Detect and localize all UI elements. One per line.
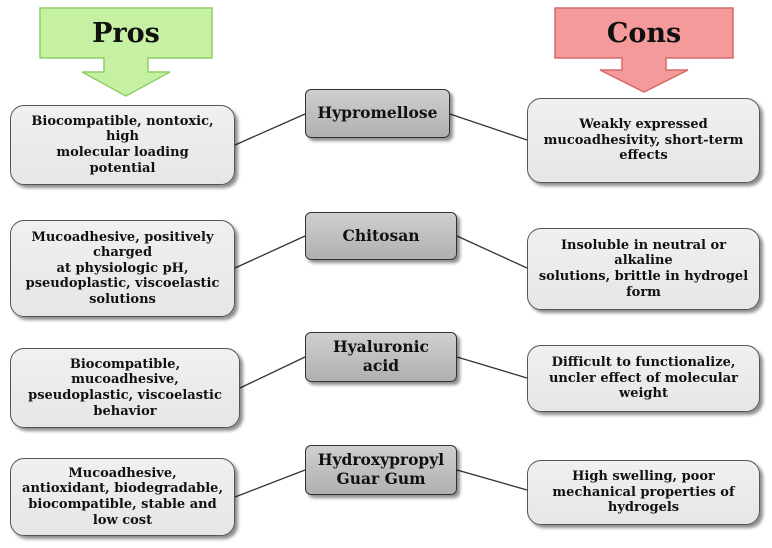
material-hypromellose: Hypromellose — [305, 89, 450, 138]
connector-line — [239, 356, 306, 389]
pros-header: Pros — [92, 18, 160, 49]
pros-box-hyaluronic-acid: Biocompatible, mucoadhesive, pseudoplast… — [10, 348, 240, 428]
material-chitosan: Chitosan — [305, 212, 457, 260]
cons-box-chitosan: Insoluble in neutral or alkaline solutio… — [527, 228, 760, 310]
pros-box-hypromellose: Biocompatible, nontoxic, high molecular … — [10, 105, 235, 185]
connector-line — [449, 113, 528, 141]
connector-line — [456, 469, 528, 491]
connector-line — [234, 113, 306, 146]
connector-line — [456, 356, 528, 379]
cons-box-hypromellose: Weakly expressed mucoadhesivity, short-t… — [527, 98, 760, 183]
connector-line — [456, 235, 528, 269]
material-hyaluronic-acid: Hyaluronic acid — [305, 332, 457, 382]
pros-box-chitosan: Mucoadhesive, positively charged at phys… — [10, 220, 235, 317]
material-hydroxypropyl-guar-gum: Hydroxypropyl Guar Gum — [305, 445, 457, 495]
cons-box-hydroxypropyl-guar-gum: High swelling, poor mechanical propertie… — [527, 460, 760, 525]
connector-line — [234, 469, 306, 498]
pros-box-hydroxypropyl-guar-gum: Mucoadhesive, antioxidant, biodegradable… — [10, 458, 235, 536]
cons-header-arrow — [554, 7, 734, 93]
connector-line — [234, 235, 306, 269]
cons-box-hyaluronic-acid: Difficult to functionalize, uncler effec… — [527, 345, 760, 412]
pros-header-arrow — [39, 7, 213, 97]
cons-header: Cons — [606, 18, 682, 49]
